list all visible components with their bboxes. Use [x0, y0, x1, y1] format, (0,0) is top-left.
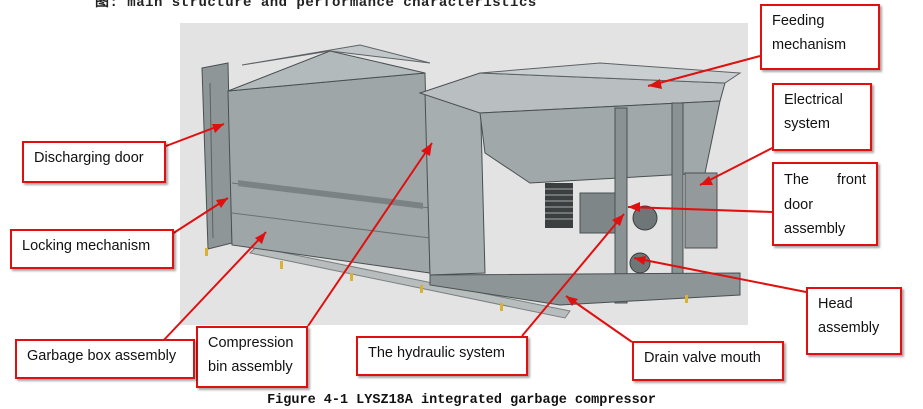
figure-caption: Figure 4-1 LYSZ18A integrated garbage co… [267, 393, 656, 408]
callout-compression-bin-assembly: Compression bin assembly [196, 326, 308, 388]
callout-drain-valve-mouth: Drain valve mouth [632, 341, 784, 381]
cut-off-heading: 图: main structure and performance charac… [95, 0, 537, 11]
callout-head-assembly: Head assembly [806, 287, 902, 355]
callout-locking-mechanism: Locking mechanism [10, 229, 174, 269]
callout-discharging-door: Discharging door [22, 141, 166, 183]
callout-front-door-assembly: The front door assembly [772, 162, 878, 246]
callout-garbage-box-assembly: Garbage box assembly [15, 339, 195, 379]
callout-feeding-mechanism: Feeding mechanism [760, 4, 880, 70]
garbage-compressor-illustration [180, 23, 748, 325]
callout-electrical-system: Electrical system [772, 83, 872, 151]
callout-hydraulic-system: The hydraulic system [356, 336, 528, 376]
